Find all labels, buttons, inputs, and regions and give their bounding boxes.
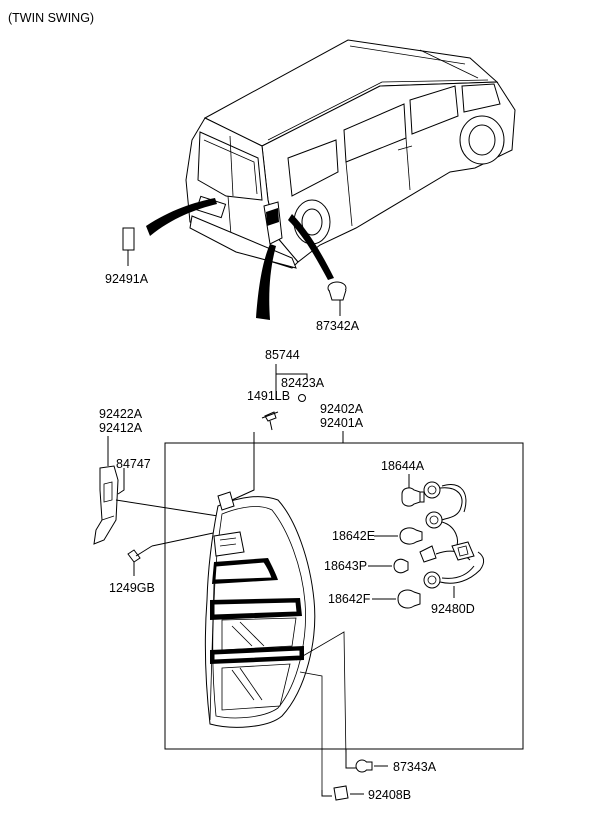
assembly-frame: [164, 442, 524, 750]
part-87342A: 87342A: [316, 281, 360, 333]
part-label: 18643P: [324, 559, 367, 573]
part-1249GB: 1249GB: [109, 531, 219, 595]
part-92491A: 92491A: [105, 227, 149, 286]
van-illustration: [146, 39, 516, 320]
part-label: 92401A: [320, 416, 364, 430]
part-18643P: 18643P: [324, 545, 437, 574]
part-label: 84747: [116, 457, 151, 471]
header-note: (TWIN SWING): [8, 11, 94, 25]
part-label: 92412A: [99, 421, 143, 435]
part-label: 87343A: [393, 760, 437, 774]
part-label: 92422A: [99, 407, 143, 421]
part-label: 82423A: [281, 376, 325, 390]
part-18642F: 18642F: [328, 571, 441, 609]
part-label: 1491LB: [247, 389, 290, 403]
part-92408B: 92408B: [321, 785, 411, 802]
part-label: 92402A: [320, 402, 364, 416]
part-label: 92491A: [105, 272, 149, 286]
part-label: 18642F: [328, 592, 371, 606]
tail-lamp: [204, 491, 347, 790]
part-label: 87342A: [316, 319, 360, 333]
part-18642E: 18642E: [332, 511, 443, 545]
part-label: 92480D: [431, 602, 475, 616]
part-92480D: 92480D: [431, 484, 485, 616]
part-label: 85744: [265, 348, 300, 362]
part-group-92422A: 92422A 92412A 84747: [93, 407, 219, 545]
part-label: 1249GB: [109, 581, 155, 595]
part-group-85744: 85744 82423A 1491LB: [231, 348, 325, 501]
part-label: 18642E: [332, 529, 375, 543]
part-label: 92408B: [368, 788, 411, 802]
part-87343A: 87343A: [345, 749, 437, 774]
part-18644A: 18644A: [381, 459, 441, 507]
part-label: 18644A: [381, 459, 425, 473]
part-group-92402A: 92402A 92401A: [320, 402, 364, 443]
